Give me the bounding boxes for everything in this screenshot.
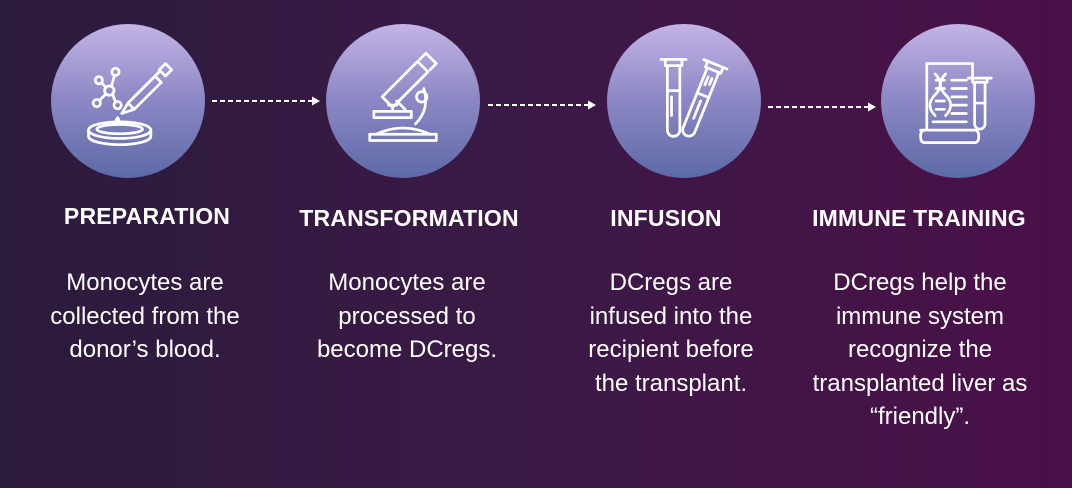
step-4-title: IMMUNE TRAINING [812, 205, 1026, 231]
arrow-1-2 [212, 95, 320, 107]
dna-report-icon [919, 62, 993, 144]
dashed-arrow-icon [212, 96, 320, 106]
step-2-title: TRANSFORMATION [299, 205, 519, 231]
step-2-description: Monocytes are processed to become DCregs… [316, 269, 498, 363]
step-4-icon-circle [881, 24, 1035, 178]
dashed-arrow-icon [488, 100, 596, 110]
microscope-icon [368, 51, 438, 142]
dashed-arrow-icon [768, 102, 876, 112]
petri-dish-pipette-icon [87, 62, 174, 147]
step-1-title: PREPARATION [63, 203, 231, 229]
step-4-description: DCregs help the immune system recognize … [812, 269, 1028, 430]
step-1-description: Monocytes are collected from the donor’s… [50, 269, 240, 363]
step-3-icon-circle [607, 24, 761, 178]
arrow-3-4 [768, 101, 876, 113]
step-3-title: INFUSION [610, 205, 722, 231]
arrow-2-3 [488, 99, 596, 111]
step-3-description: DCregs are infused into the recipient be… [588, 269, 754, 397]
test-tubes-icon [659, 58, 729, 138]
step-1-icon-circle [51, 24, 205, 178]
step-2-icon-circle [326, 24, 480, 178]
